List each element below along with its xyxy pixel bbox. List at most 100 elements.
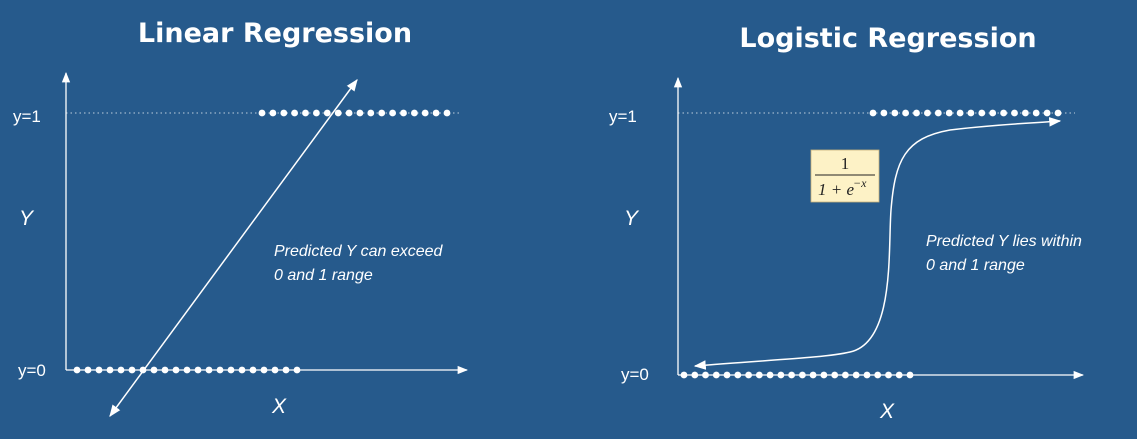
data-point [924, 109, 931, 117]
data-point [334, 109, 342, 117]
data-point [345, 109, 353, 117]
data-point [280, 109, 288, 117]
data-point [183, 366, 191, 374]
sigmoid-curve [693, 117, 1062, 370]
data-point [880, 109, 888, 117]
data-point [869, 109, 877, 117]
data-point [216, 366, 224, 374]
left-x-axis-name: X [271, 395, 287, 418]
data-point [106, 366, 114, 374]
right-note-line2: 0 and 1 range [926, 257, 1025, 274]
data-point [302, 109, 309, 117]
right-x-axis-name: X [879, 400, 895, 423]
data-point [702, 371, 709, 379]
data-point [885, 371, 892, 379]
data-point [852, 371, 860, 379]
data-point [712, 371, 720, 379]
data-point [1032, 109, 1040, 117]
data-point [691, 371, 699, 379]
formula-denominator: 1 + e [818, 180, 854, 199]
data-point [400, 109, 407, 117]
data-point [1054, 109, 1062, 117]
data-point [967, 109, 975, 117]
data-point [1011, 109, 1018, 117]
data-point [421, 109, 429, 117]
data-point [269, 109, 277, 117]
left-y0-label: y=0 [18, 361, 46, 380]
data-point [913, 109, 920, 117]
data-point [238, 366, 246, 374]
data-point [356, 109, 364, 117]
data-point [680, 371, 688, 379]
data-point [378, 109, 386, 117]
data-point [293, 366, 301, 374]
data-point [745, 371, 752, 379]
data-point [172, 366, 180, 374]
formula-background [810, 149, 880, 203]
data-point [73, 366, 81, 374]
data-point [249, 366, 257, 374]
data-point [161, 366, 169, 374]
data-point [313, 109, 320, 117]
data-point [809, 371, 817, 379]
data-point [1022, 109, 1029, 117]
data-point [891, 109, 899, 117]
left-note-line1: Predicted Y can exceed [274, 243, 444, 260]
data-point [1000, 109, 1007, 117]
data-point [432, 109, 440, 117]
logistic-regression-panel: Logistic Regression y=1 y=0 Y X 1 1 + e … [609, 23, 1085, 423]
data-point [734, 371, 742, 379]
data-point [799, 371, 806, 379]
data-point [367, 109, 375, 117]
data-point [389, 109, 396, 117]
data-point [831, 371, 839, 379]
data-point [906, 371, 914, 379]
data-point [978, 109, 986, 117]
data-point [945, 109, 953, 117]
data-point [1043, 109, 1051, 117]
data-point [934, 109, 942, 117]
data-point [842, 371, 849, 379]
data-point [205, 366, 213, 374]
data-point [271, 366, 279, 374]
left-y-axis-name: Y [19, 207, 35, 230]
data-point [723, 371, 731, 379]
data-point [95, 366, 103, 374]
right-note-line1: Predicted Y lies within [926, 233, 1082, 250]
right-bottom-data-points [680, 371, 914, 379]
data-point [150, 366, 158, 374]
data-point [766, 371, 774, 379]
data-point [956, 109, 964, 117]
right-y-axis-name: Y [624, 207, 640, 230]
data-point [282, 366, 290, 374]
data-point [443, 109, 451, 117]
data-point [895, 371, 903, 379]
data-point [902, 109, 909, 117]
data-point [260, 366, 268, 374]
data-point [989, 109, 997, 117]
data-point [84, 366, 92, 374]
data-point [258, 109, 266, 117]
data-point [777, 371, 785, 379]
linear-regression-panel: Linear Regression y=1 y=0 Y X Predicted … [13, 18, 469, 418]
data-point [227, 366, 235, 374]
right-y0-label: y=0 [621, 365, 649, 384]
data-point [323, 109, 331, 117]
data-point [788, 371, 795, 379]
data-point [291, 109, 298, 117]
linear-fit-line [109, 79, 358, 417]
data-point [820, 371, 828, 379]
data-point [755, 371, 763, 379]
data-point [411, 109, 418, 117]
left-note-line2: 0 and 1 range [274, 267, 373, 284]
right-top-data-points [869, 109, 1062, 117]
linear-regression-title: Linear Regression [138, 18, 412, 49]
formula-exponent: −x [853, 176, 867, 190]
sigmoid-formula-box: 1 1 + e −x [810, 149, 880, 203]
data-point [117, 366, 125, 374]
left-y1-label: y=1 [13, 107, 41, 126]
formula-numerator: 1 [841, 154, 850, 173]
logistic-regression-title: Logistic Regression [739, 23, 1036, 54]
data-point [874, 371, 882, 379]
